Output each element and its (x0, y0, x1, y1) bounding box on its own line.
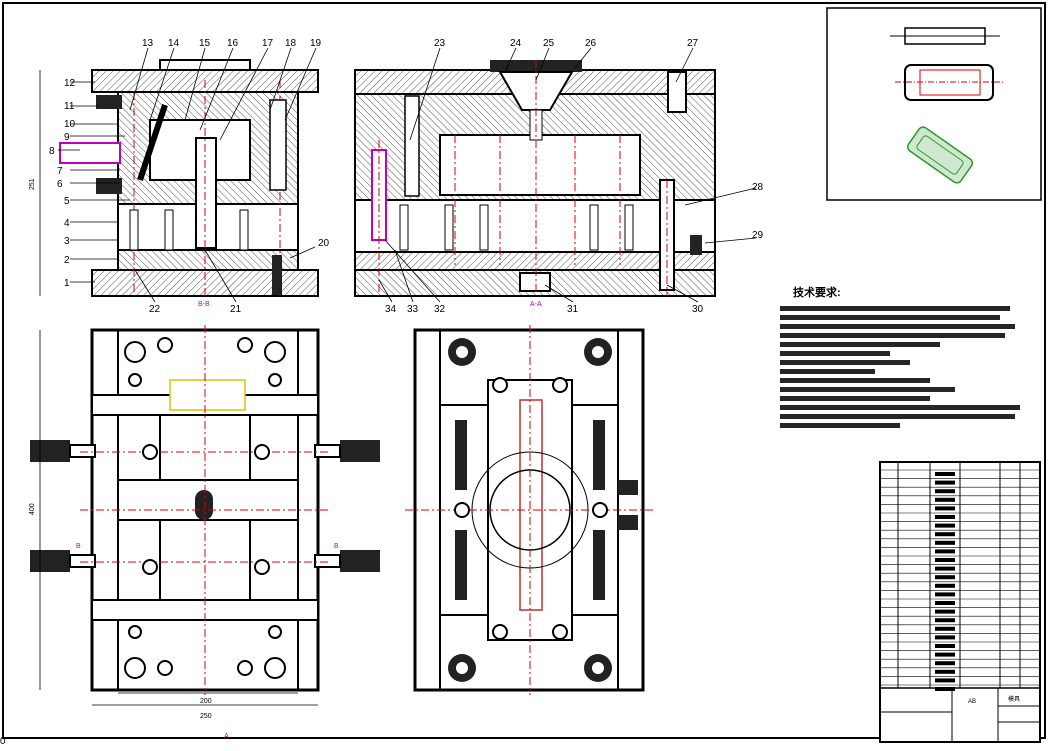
callout-4: 4 (64, 218, 70, 229)
dimension-200: 200 (200, 698, 212, 705)
callout-11: 11 (64, 101, 75, 112)
callout-7: 7 (57, 166, 63, 177)
sheet-border (2, 2, 1046, 739)
callout-18: 18 (285, 38, 297, 49)
callout-27: 27 (687, 38, 699, 49)
callout-5: 5 (64, 196, 70, 207)
table-cell-text (935, 669, 955, 674)
leaders (39, 47, 757, 706)
table-cell-text (935, 480, 955, 485)
table-cell-text (935, 515, 955, 519)
callout-13: 13 (142, 38, 154, 49)
dimension-251: 251 (29, 178, 36, 190)
callout-20: 20 (318, 238, 330, 249)
section-mark-a: A (224, 733, 229, 740)
table-cell-text (935, 618, 955, 623)
callout-34: 34 (385, 304, 397, 315)
corner-zero: 0 (0, 736, 6, 746)
callout-1: 1 (64, 278, 70, 289)
callout-8: 8 (49, 146, 55, 157)
table-cell-text (935, 583, 955, 588)
tech-requirements-title: 技术要求: (793, 285, 841, 299)
callout-9: 9 (64, 132, 70, 143)
table-cell-text (935, 592, 955, 597)
callout-33: 33 (407, 304, 419, 315)
table-cell-text (935, 601, 955, 605)
plan-view-right (405, 325, 655, 695)
callout-12: 12 (64, 78, 76, 89)
callout-14: 14 (168, 38, 180, 49)
callout-28: 28 (752, 182, 764, 193)
title-block-cell-b: 模具 (1008, 695, 1020, 703)
table-cell-text (935, 549, 955, 554)
callout-22: 22 (149, 304, 161, 315)
callout-30: 30 (692, 304, 704, 315)
table-cell-text (935, 687, 955, 691)
plan-view-left (30, 325, 380, 695)
table-cell-text (935, 523, 955, 528)
part-preview-inset (826, 7, 1042, 201)
section-view-right (354, 60, 716, 297)
dimension-400: 400 (29, 503, 36, 515)
callout-10: 10 (64, 119, 76, 130)
title-block-cell-a: AB (968, 699, 976, 705)
callout-numbers: 13 14 15 16 17 18 19 23 24 25 26 27 12 1… (0, 38, 1020, 747)
callout-24: 24 (510, 38, 522, 49)
callout-23: 23 (434, 38, 446, 49)
callout-6: 6 (57, 179, 63, 190)
section-label-a: A-A (530, 301, 542, 308)
table-cell-text (935, 652, 955, 657)
table-cell-text (935, 566, 955, 571)
callout-15: 15 (199, 38, 211, 49)
table-cell-text (935, 532, 955, 537)
table-cell-text (935, 626, 955, 631)
section-mark-b-right: B (334, 543, 339, 550)
callout-31: 31 (567, 304, 579, 315)
callout-16: 16 (227, 38, 239, 49)
callout-32: 32 (434, 304, 446, 315)
table-cell-text (935, 472, 955, 476)
table-cell-text (935, 506, 955, 511)
callout-3: 3 (64, 236, 70, 247)
section-view-left (59, 59, 319, 297)
table-cell-text (935, 575, 955, 580)
callout-19: 19 (310, 38, 322, 49)
callout-17: 17 (262, 38, 274, 49)
callout-29: 29 (752, 230, 764, 241)
callout-25: 25 (543, 38, 555, 49)
table-cell-text (935, 497, 955, 502)
table-cell-text (935, 489, 955, 494)
callout-26: 26 (585, 38, 597, 49)
section-mark-b-left: B (76, 543, 81, 550)
table-cell-text (935, 644, 955, 648)
table-cell-text (935, 540, 955, 545)
section-label-b: B-B (198, 301, 210, 308)
callout-21: 21 (230, 304, 242, 315)
table-cell-text (935, 558, 955, 562)
table-cell-text (935, 661, 955, 666)
table-cell-text (935, 678, 955, 683)
table-cell-text (935, 635, 955, 640)
callout-2: 2 (64, 255, 70, 266)
parts-list-rows (880, 469, 1040, 691)
table-cell-text (935, 609, 955, 614)
dimension-250: 250 (200, 713, 212, 720)
